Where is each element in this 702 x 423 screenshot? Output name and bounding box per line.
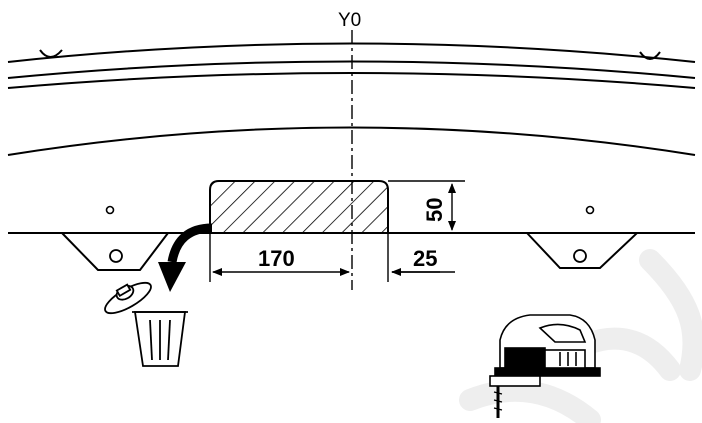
- dimension-lines: [209, 180, 465, 282]
- cutout-area: [209, 180, 389, 234]
- trash-can-icon: [104, 281, 188, 367]
- dimension-50: 50: [422, 198, 447, 222]
- dimension-170: 170: [258, 246, 295, 271]
- dimension-25: 25: [413, 246, 437, 271]
- jigsaw-icon: [489, 314, 601, 418]
- curved-arrow-icon: [158, 223, 213, 292]
- axis-label: Y0: [338, 10, 361, 31]
- bumper-arcs: [7, 42, 696, 156]
